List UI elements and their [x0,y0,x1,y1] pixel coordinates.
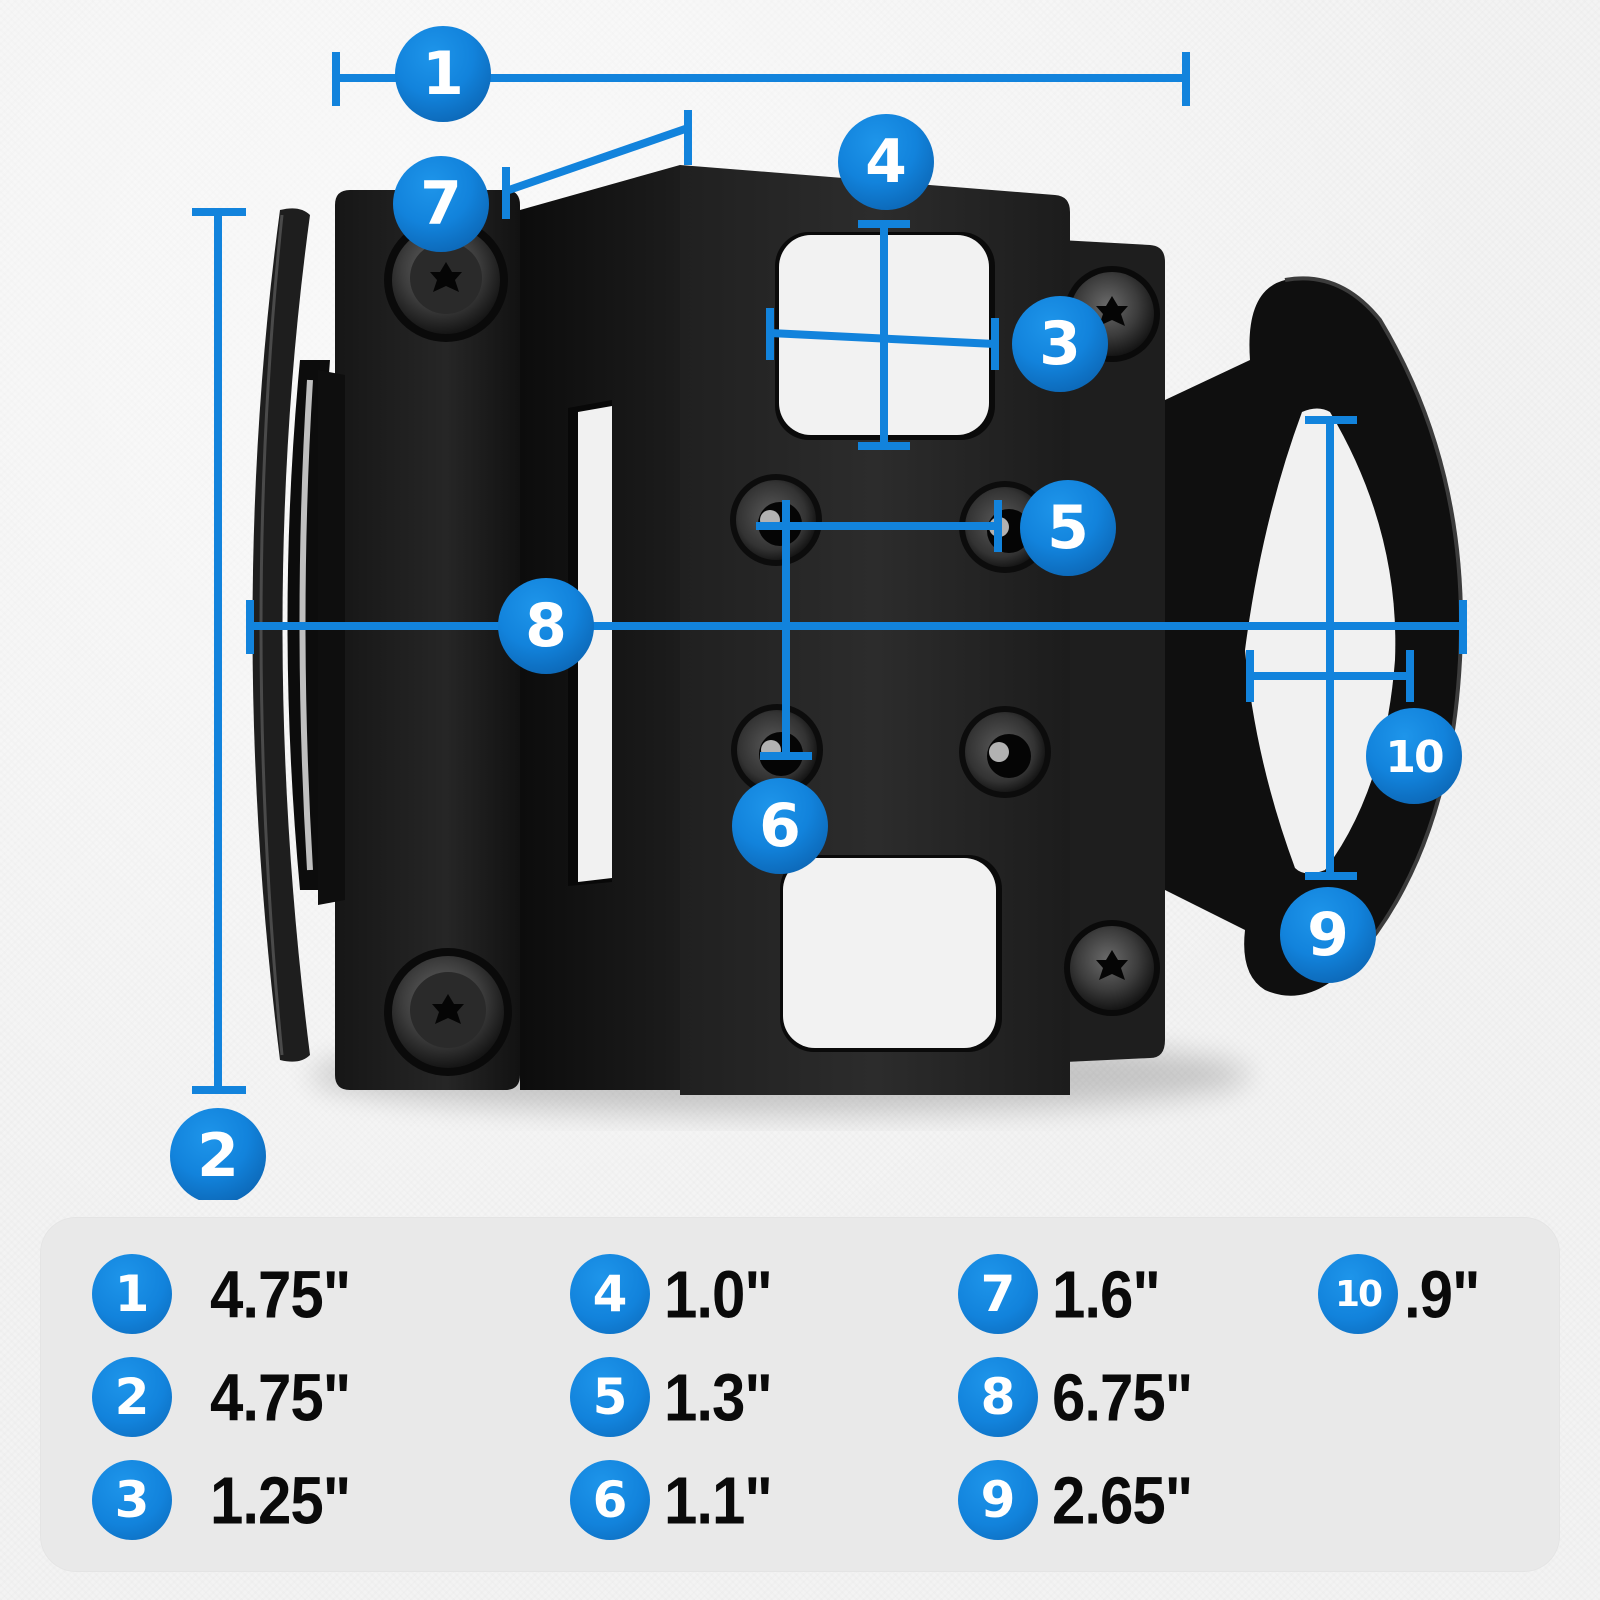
legend-value-1: 4.75" [210,1256,351,1332]
svg-text:3: 3 [1039,309,1081,379]
legend-badge-1: 1 [92,1254,172,1334]
legend-badge-8: 8 [958,1357,1038,1437]
dimension-lines [192,52,1467,1094]
legend-value-6: 1.1" [664,1462,773,1538]
legend-value-9: 2.65" [1052,1462,1193,1538]
legend-badge-3: 3 [92,1460,172,1540]
legend-item-5: 5 1.3" [570,1357,773,1437]
callout-badge-1: 1 [395,26,491,122]
svg-text:1: 1 [422,39,464,109]
dimension-line-8 [246,600,1467,654]
svg-text:9: 9 [1307,900,1349,970]
legend-value-5: 1.3" [664,1359,773,1435]
legend-badge-6: 6 [570,1460,650,1540]
legend-item-9: 9 2.65" [958,1460,1193,1540]
callout-badge-10: 10 [1366,708,1462,804]
legend-value-2: 4.75" [210,1359,351,1435]
callout-badge-4: 4 [838,114,934,210]
callout-badge-9: 9 [1280,887,1376,983]
svg-text:4: 4 [865,127,907,197]
legend-value-3: 1.25" [210,1462,351,1538]
legend-item-2: 2 4.75" [92,1357,351,1437]
svg-text:8: 8 [525,591,567,661]
callout-badge-6: 6 [732,778,828,874]
dimension-line-5 [756,500,1002,552]
dimension-line-3 [766,308,999,370]
legend-item-8: 8 6.75" [958,1357,1193,1437]
legend-value-10: .9" [1404,1256,1480,1332]
callout-badge-3: 3 [1012,296,1108,392]
legend-item-3: 3 1.25" [92,1460,351,1540]
legend-value-7: 1.6" [1052,1256,1161,1332]
svg-text:6: 6 [759,791,801,861]
lower-cutout [783,858,996,1048]
threaded-insert-bottom-right [959,706,1051,798]
right-hook-ring [1165,276,1463,996]
legend-badge-2: 2 [92,1357,172,1437]
legend-value-4: 1.0" [664,1256,773,1332]
legend-value-8: 6.75" [1052,1359,1193,1435]
callout-badge-2: 2 [170,1108,266,1200]
dimension-line-2 [192,208,246,1094]
legend-badge-9: 9 [958,1460,1038,1540]
legend-badge-10: 10 [1318,1254,1398,1334]
svg-text:10: 10 [1385,732,1443,783]
legend-badge-7: 7 [958,1254,1038,1334]
dimensions-legend: 1 4.75" 2 4.75" 3 1.25" 4 1.0" 5 1.3" 6 … [40,1217,1560,1572]
dimension-line-10 [1246,650,1414,702]
torx-screw-bottom-left [384,948,512,1076]
svg-text:2: 2 [197,1121,239,1191]
legend-item-6: 6 1.1" [570,1460,773,1540]
legend-badge-4: 4 [570,1254,650,1334]
right-flange [1060,240,1165,1062]
legend-item-4: 4 1.0" [570,1254,773,1334]
threaded-insert-top-left [730,474,822,566]
legend-item-10: 10 .9" [1318,1254,1480,1334]
torx-screw-top-left [384,218,508,342]
legend-badge-5: 5 [570,1357,650,1437]
callout-badge-7: 7 [393,156,489,252]
dimension-line-9 [1305,416,1357,880]
legend-item-1: 1 4.75" [92,1254,351,1334]
svg-text:5: 5 [1047,493,1089,563]
svg-text:7: 7 [420,169,462,239]
left-flange [318,190,520,1090]
torx-screw-bottom-right [1064,920,1160,1016]
dimension-line-7 [502,110,692,219]
callout-badge-5: 5 [1020,480,1116,576]
bracket-diagram: 1 7 4 3 5 8 6 10 9 2 [170,26,1467,1200]
callout-badge-8: 8 [498,578,594,674]
legend-item-7: 7 1.6" [958,1254,1161,1334]
